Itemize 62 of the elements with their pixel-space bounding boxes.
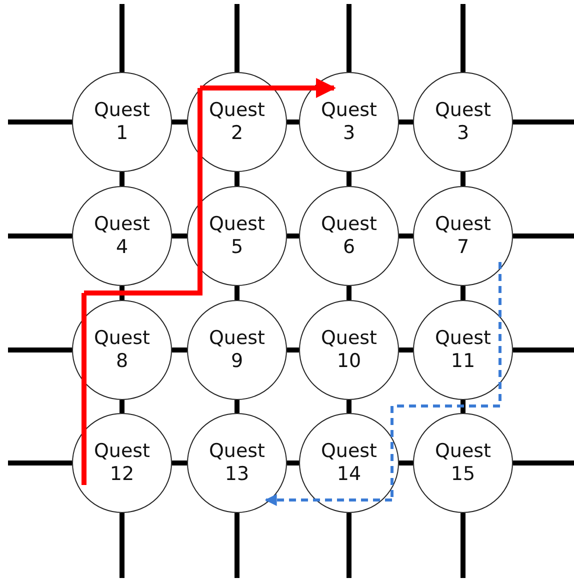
grid-line — [234, 286, 240, 300]
quest-label: Quest 1 — [92, 99, 152, 145]
quest-label: Quest 2 — [208, 99, 266, 145]
grid-line — [172, 460, 187, 466]
quest-label: Quest 10 — [320, 327, 378, 373]
grid-line — [120, 400, 124, 413]
grid-line — [120, 172, 124, 186]
grid-line — [399, 460, 413, 466]
grid-line — [172, 234, 187, 238]
grid-line — [460, 286, 466, 300]
grid-line — [287, 234, 299, 238]
path-arrow — [264, 494, 392, 506]
grid-line — [287, 120, 299, 124]
quest-label: Quest 3 — [320, 99, 378, 145]
path-line — [82, 293, 86, 485]
grid-line — [172, 348, 187, 352]
quest-label: Quest 15 — [434, 440, 492, 486]
quest-label: Quest 8 — [92, 327, 152, 373]
path-arrow — [200, 78, 336, 98]
grid-line — [234, 513, 240, 578]
path-line — [198, 88, 202, 236]
grid-line — [460, 172, 466, 186]
quest-label: Quest 13 — [208, 440, 266, 486]
grid-line — [346, 400, 352, 413]
grid-line — [399, 120, 413, 124]
grid-line — [513, 348, 574, 352]
grid-line — [8, 120, 72, 124]
grid-line — [346, 513, 352, 578]
quest-label: Quest 9 — [208, 327, 266, 373]
quest-label: Quest 3 — [434, 99, 492, 145]
quest-label: Quest 7 — [434, 213, 492, 259]
grid-line — [513, 120, 574, 124]
grid-line — [8, 460, 72, 466]
grid-line — [287, 460, 299, 466]
quest-label: Quest 4 — [92, 213, 152, 259]
quest-label: Quest 12 — [92, 440, 152, 486]
quest-label: Quest 6 — [320, 213, 378, 259]
quest-label: Quest 5 — [208, 213, 266, 259]
grid-line — [399, 348, 413, 352]
grid-line — [120, 286, 124, 300]
quest-label: Quest 11 — [434, 327, 492, 373]
grid-line — [513, 460, 574, 466]
grid-line — [172, 120, 187, 124]
path-line — [84, 236, 202, 296]
grid-line — [513, 234, 574, 238]
grid-line — [460, 4, 466, 72]
grid-line — [346, 286, 352, 300]
grid-line — [346, 4, 352, 72]
quest-label: Quest 14 — [320, 440, 378, 486]
grid-line — [8, 234, 72, 238]
grid-line — [399, 234, 413, 238]
grid-line — [234, 172, 240, 186]
grid-line — [346, 172, 352, 186]
grid-line — [460, 513, 466, 578]
grid-line — [234, 4, 240, 72]
path-line — [390, 404, 500, 500]
grid-line — [460, 400, 466, 413]
grid-line — [234, 400, 240, 413]
grid-line — [120, 513, 124, 578]
grid-line — [287, 348, 299, 352]
grid-line — [120, 4, 124, 72]
grid-line — [8, 348, 72, 352]
